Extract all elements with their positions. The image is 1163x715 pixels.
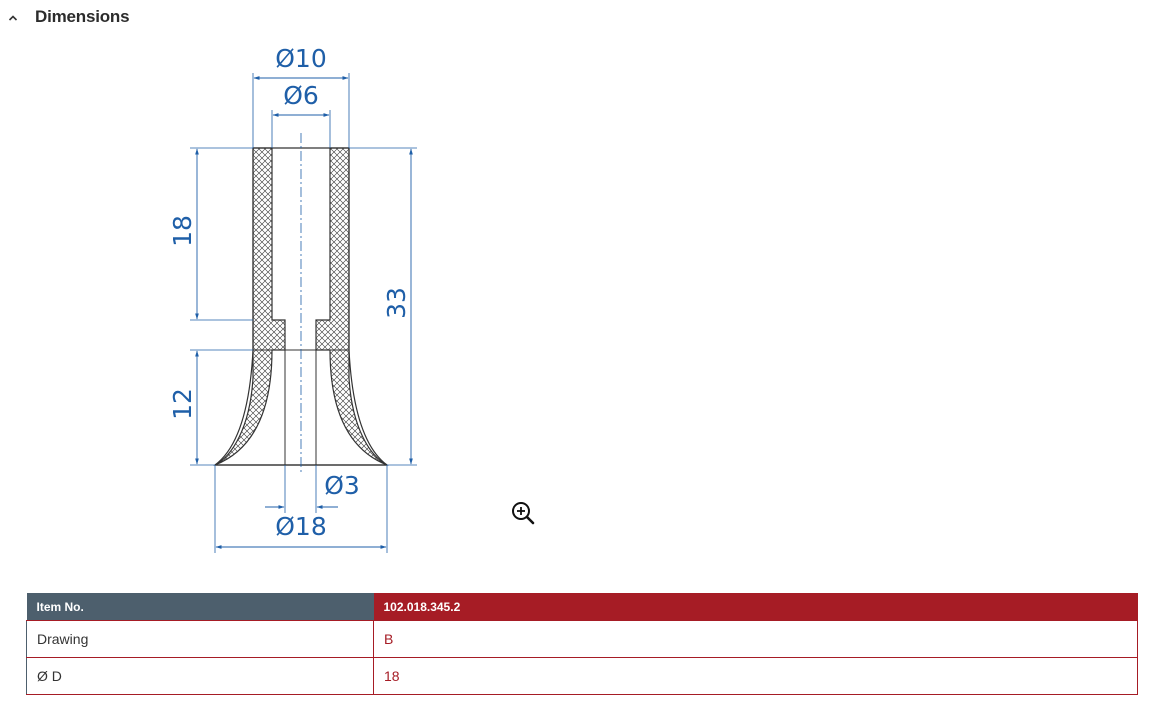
spec-table: Item No. 102.018.345.2 Drawing B Ø D 18 bbox=[26, 593, 1138, 695]
dim-upper-height-label: 18 bbox=[168, 215, 197, 247]
dim-lower-height-label: 12 bbox=[168, 388, 197, 420]
drawing-value: B bbox=[373, 620, 1138, 658]
drawing-label: Drawing bbox=[26, 620, 374, 658]
table-row: Ø D 18 bbox=[26, 657, 1138, 695]
chevron-up-icon[interactable] bbox=[7, 12, 19, 24]
technical-drawing: Ø10 Ø6 18 12 33 Ø3 Ø18 bbox=[160, 38, 430, 563]
dim-total-height-label: 33 bbox=[382, 287, 411, 319]
suction-cup-drawing: Ø10 Ø6 18 12 33 Ø3 Ø18 bbox=[168, 44, 417, 553]
zoom-in-icon[interactable] bbox=[510, 500, 536, 526]
dimension-lines bbox=[195, 76, 413, 549]
table-row: Drawing B bbox=[26, 620, 1138, 658]
zoom-in-button[interactable] bbox=[510, 500, 536, 526]
dim-outer-top-label: Ø10 bbox=[275, 44, 327, 73]
item-no-value: 102.018.345.2 bbox=[373, 593, 1138, 621]
section-title: Dimensions bbox=[35, 7, 130, 26]
left-wall-hatch bbox=[214, 147, 286, 466]
diameter-value: 18 bbox=[373, 657, 1138, 695]
table-header-row: Item No. 102.018.345.2 bbox=[26, 593, 1138, 621]
item-no-label: Item No. bbox=[26, 593, 374, 621]
diameter-label: Ø D bbox=[26, 657, 374, 695]
right-wall-hatch bbox=[315, 147, 388, 466]
dim-inner-top-label: Ø6 bbox=[283, 81, 319, 110]
dimensions-section-header[interactable]: Dimensions bbox=[0, 0, 300, 36]
dim-bore-label: Ø3 bbox=[324, 471, 360, 500]
extension-lines bbox=[190, 73, 417, 553]
dim-lip-label: Ø18 bbox=[275, 512, 327, 541]
